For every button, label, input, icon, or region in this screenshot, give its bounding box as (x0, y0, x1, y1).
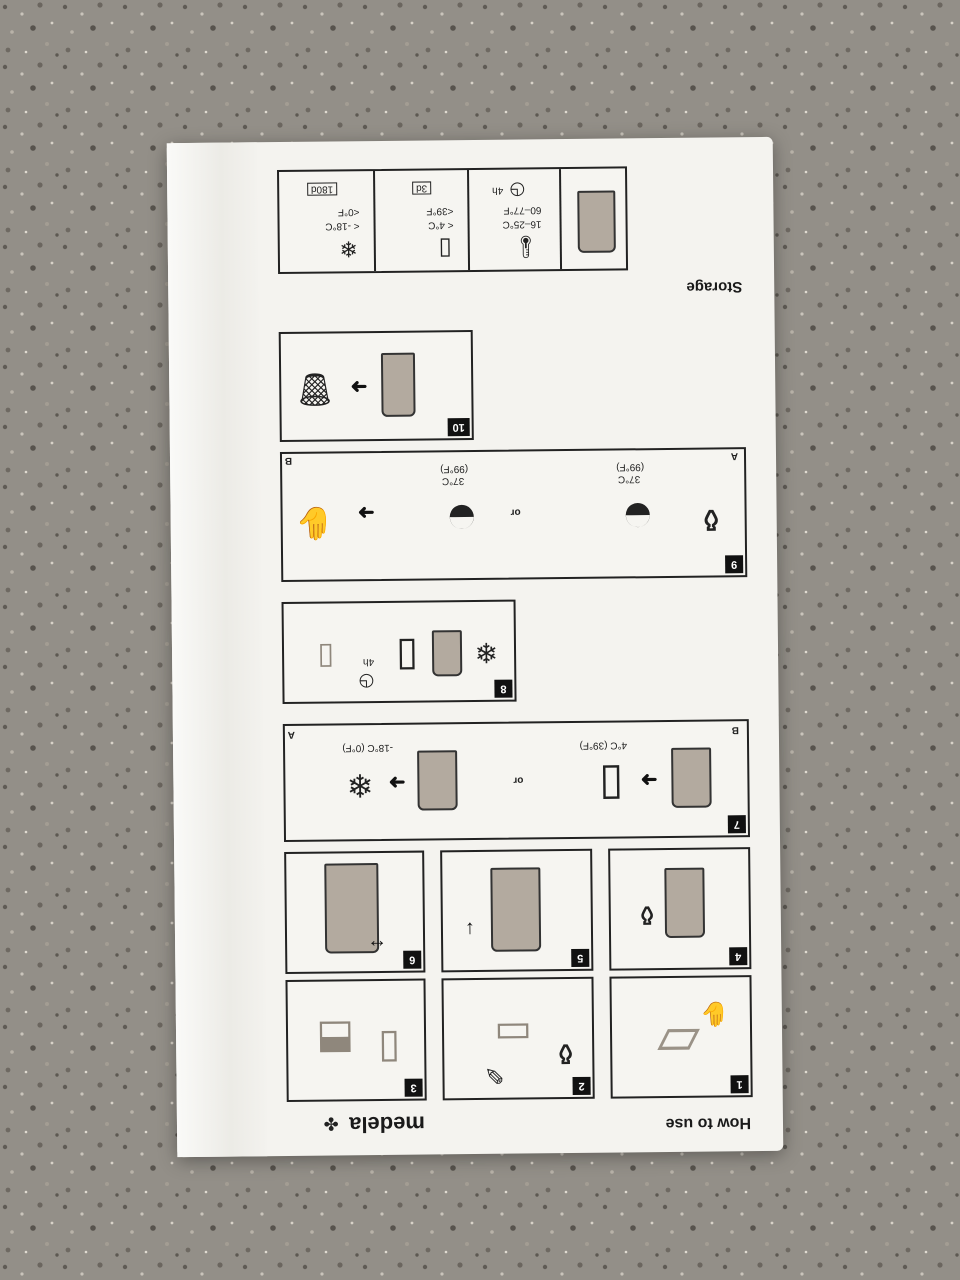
fridge-temp-f: <39°F (426, 205, 454, 217)
clock-icon: ◷ (509, 180, 526, 201)
pen-write-icon: ✎ (484, 1060, 505, 1088)
how-to-use-heading: How to use (665, 1114, 752, 1133)
or-label: or (510, 506, 521, 518)
milk-bag-shape (417, 750, 458, 811)
milk-bag-shape (671, 747, 712, 808)
freezer-temp-f: <0°F (337, 206, 360, 218)
step-9-panel: 9 ⚱ ◒ 37°C (99°F) or ◒ 37°C (99°F) ➜ ✋ A… (279, 447, 748, 583)
step-9-sub-a: A (730, 450, 739, 462)
milk-bag-shape (380, 352, 416, 417)
divider (467, 170, 471, 271)
step-5-panel: 5 ↓ (440, 848, 594, 973)
milk-bag-shape (431, 630, 463, 677)
step-5-number: 5 (571, 948, 590, 968)
hand-bag-icon: ✋ (294, 505, 335, 542)
step-9-sub-b: B (284, 454, 293, 466)
step-7-number: 7 (727, 815, 746, 834)
fridge-days: 3d (411, 181, 432, 195)
arrow-down-icon: ↓ (464, 918, 476, 941)
milk-bag-shape (664, 867, 706, 939)
warmer-bowl-icon: ◒ (620, 487, 655, 551)
breastmilk-storage-bag: How to use medela ✤ 1 ▱ ✋ 2 ⚱ ▭ ✎ 3 ▯ ⬒ … (166, 136, 784, 1158)
warm-temp-b: 37°C (441, 475, 465, 487)
warm-temp-a-f: (99°F) (616, 461, 645, 473)
freezer-temp-c: < -18°C (325, 220, 360, 232)
freezer-days: 180d (306, 182, 338, 196)
step-1-panel: 1 ▱ ✋ (609, 975, 753, 1099)
snowflake-icon: ❄ (346, 767, 374, 804)
step-7-panel: 7 ➜ ▯ 4°C (39°F) or ➜ ❄ -18°C (0°F) A B (282, 719, 751, 843)
room-range-f: 60–77°F (503, 204, 542, 216)
step-9-number: 9 (725, 555, 744, 574)
step-6-panel: 6 ↔ (284, 850, 426, 975)
bag-label-icon: ▭ (494, 1011, 533, 1056)
brand-logo: medela ✤ (323, 1111, 426, 1138)
thermometer-icon: 🌡 (511, 234, 540, 260)
medela-logo-icon: ✤ (323, 1113, 339, 1134)
warm-temp-b-f: (99°F) (440, 463, 469, 475)
freezer-temp-label: -18°C (0°F) (342, 741, 394, 754)
storage-heading: Storage (686, 278, 743, 296)
arrow-left-right-icon: ↔ (367, 934, 388, 958)
room-time: 4h (492, 184, 504, 196)
step-10-panel: 10 ➜ 🗑 (278, 330, 474, 443)
step-6-number: 6 (403, 950, 422, 969)
arrow-right-icon: ➜ (388, 770, 406, 793)
divider (559, 169, 563, 270)
step-3-number: 3 (404, 1078, 423, 1097)
milk-bag-shape (490, 867, 542, 952)
fridge-icon: ▯ (395, 634, 419, 679)
step-2-number: 2 (572, 1076, 591, 1096)
step-8-panel: 8 ❄ ▯ ◷ 4h ▯ (281, 599, 517, 705)
storage-table: 🌡 16–25°C 60–77°F ◷ 4h ▯ < 4°C <39°F 3d … (276, 166, 629, 275)
bag-seal-edge (166, 142, 268, 1158)
snowflake-icon: ❄ (474, 636, 499, 669)
clock-icon: ◷ (358, 672, 375, 693)
step-1-number: 1 (730, 1075, 749, 1094)
step-10-number: 10 (447, 418, 470, 437)
fridge-icon: ▯ (598, 760, 624, 810)
pour-bottle-icon: ⚱ (635, 899, 659, 931)
instruction-print: How to use medela ✤ 1 ▱ ✋ 2 ⚱ ▭ ✎ 3 ▯ ⬒ … (267, 147, 757, 1142)
bag-tear-icon: ▱ (656, 1012, 701, 1077)
step-4-panel: 4 ⚱ (608, 847, 752, 971)
arrow-right-icon: ➜ (350, 375, 368, 398)
bag-drip-icon: ▯ (317, 640, 335, 674)
thaw-time-label: 4h (362, 656, 375, 668)
step-7-sub-b: B (731, 724, 739, 736)
fridge-temp-c: < 4°C (428, 219, 454, 231)
step-8-number: 8 (494, 679, 513, 698)
or-label: or (513, 774, 524, 786)
fridge-temp-label: 4°C (39°F) (579, 739, 628, 751)
arrow-right-icon: ➜ (640, 768, 658, 791)
snowflake-icon: ❄ (339, 236, 358, 262)
brand-name: medela (349, 1111, 426, 1138)
step-7-sub-a: A (287, 728, 295, 740)
divider (373, 171, 377, 272)
room-range-c: 16–25°C (502, 218, 542, 230)
step-3-panel: 3 ▯ ⬒ (285, 978, 427, 1102)
warmer-bowl-icon: ◒ (444, 488, 480, 553)
bag-open-icon: ▯ (377, 1026, 401, 1072)
bottle-icon: ⚱ (552, 1035, 579, 1070)
step-4-number: 4 (729, 947, 748, 966)
fridge-icon: ▯ (438, 235, 452, 263)
step-2-panel: 2 ⚱ ▭ ✎ (441, 976, 595, 1101)
hand-icon: ✋ (699, 1000, 730, 1028)
warm-temp-a: 37°C (617, 473, 641, 485)
bag-unfold-icon: ⬒ (316, 1017, 355, 1062)
hand-bottle-icon: ⚱ (697, 501, 725, 538)
milk-bag-shape (577, 190, 616, 253)
trash-bin-icon: 🗑 (294, 371, 336, 408)
arrow-right-icon: ➜ (357, 501, 375, 524)
